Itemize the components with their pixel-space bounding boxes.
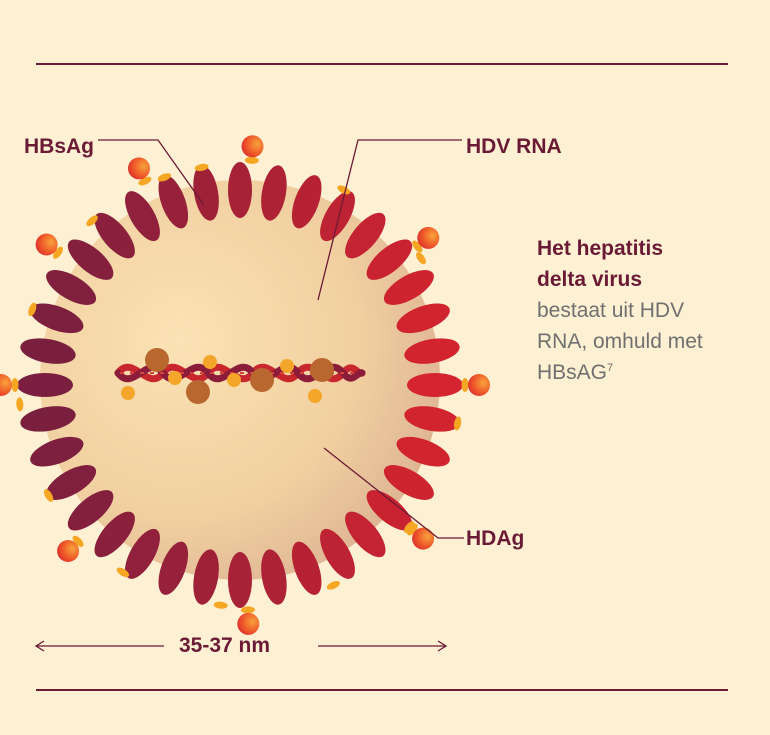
capsid-segment xyxy=(320,528,355,579)
capsid-segment xyxy=(407,373,463,397)
hbsag-knob xyxy=(417,226,440,249)
hbsag-stalk xyxy=(244,156,259,164)
capsid-segment xyxy=(228,162,252,218)
surface-protein-small xyxy=(194,163,209,172)
capsid-segment xyxy=(366,490,413,531)
capsid-segment xyxy=(125,528,160,579)
caption-body-line3-text: HBsAG xyxy=(537,361,608,384)
hbsag-knob xyxy=(241,135,264,158)
surface-protein-small xyxy=(453,416,462,431)
hbsag-stalk xyxy=(407,523,418,536)
capsid-segment xyxy=(404,338,460,364)
capsid-segment xyxy=(158,541,189,595)
surface-protein-small xyxy=(86,215,98,227)
hdv-rna-leader-line xyxy=(317,139,462,301)
capsid-segment xyxy=(228,552,252,608)
capsid-segment xyxy=(94,511,135,558)
size-label: 35-37 nm xyxy=(179,634,271,657)
hbsag-surface-proteins xyxy=(0,135,490,635)
capsid-segment xyxy=(404,406,460,432)
capsid-segment xyxy=(30,436,84,467)
capsid-segment xyxy=(67,490,114,531)
capsid-segment xyxy=(158,175,189,229)
capsid-segment xyxy=(46,270,97,305)
capsid-segment xyxy=(94,212,135,259)
capsid-segment xyxy=(345,511,386,558)
top-divider xyxy=(36,63,728,65)
capsid-segment xyxy=(383,465,434,500)
hbsag-stalk xyxy=(240,606,255,614)
capsid-segment xyxy=(320,191,355,242)
hdag-label: HDAg xyxy=(466,527,525,550)
capsid-ring xyxy=(17,162,463,608)
caption-body-line1: bestaat uit HDV xyxy=(537,299,685,322)
hdv-rna-label: HDV RNA xyxy=(466,135,562,158)
surface-protein-small xyxy=(326,580,340,590)
capsid-segment xyxy=(261,549,287,605)
surface-protein-small xyxy=(404,521,415,533)
capsid-segment xyxy=(67,239,114,280)
surface-protein-small xyxy=(213,601,228,609)
hbsag-stalk xyxy=(461,378,469,392)
capsid-segment xyxy=(345,212,386,259)
surface-protein-small xyxy=(116,567,130,578)
hbsag-knob xyxy=(237,612,260,635)
surface-protein-small xyxy=(28,302,37,317)
capsid-segment xyxy=(193,549,219,605)
size-arrow xyxy=(34,640,448,652)
surface-protein-small xyxy=(157,173,172,182)
hbsag-stalk xyxy=(72,535,84,547)
capsid-segment xyxy=(20,406,76,432)
caption-title-line2: delta virus xyxy=(537,268,643,291)
capsid-segment xyxy=(125,191,160,242)
hbsag-knob xyxy=(412,527,435,550)
capsid-segment xyxy=(193,165,219,221)
caption-body-line2: RNA, omhuld met xyxy=(537,330,703,353)
hbsag-knob xyxy=(0,374,12,396)
capsid-segment xyxy=(17,373,73,397)
capsid-segment xyxy=(383,270,434,305)
caption: Het hepatitis delta virus bestaat uit HD… xyxy=(537,233,757,388)
capsid-segment xyxy=(291,541,322,595)
hbsag-stalk xyxy=(53,246,63,259)
capsid-segment xyxy=(291,175,322,229)
hbsag-knob xyxy=(35,233,58,256)
hbsag-label: HBsAg xyxy=(24,135,95,158)
capsid-segment xyxy=(366,239,413,280)
hbsag-leader-line xyxy=(98,139,205,206)
caption-title-line1: Het hepatitis xyxy=(537,237,664,260)
capsid-segment xyxy=(20,338,76,364)
hbsag-knob xyxy=(468,374,490,396)
surface-protein-small xyxy=(337,185,351,195)
capsid-segment xyxy=(396,436,450,467)
surface-protein-small xyxy=(43,489,54,502)
hbsag-knob xyxy=(128,157,150,180)
hbsag-stalk xyxy=(11,378,19,392)
caption-body-line3: HBsAG7 xyxy=(537,357,757,388)
capsid-segment xyxy=(396,303,450,334)
hdag-proteins xyxy=(121,348,334,404)
hdag-leader-line xyxy=(323,447,464,539)
hbsag-stalk xyxy=(412,240,423,253)
surface-protein-small xyxy=(16,397,24,412)
hbsag-knob xyxy=(57,540,80,562)
bottom-divider xyxy=(36,689,728,691)
capsid-segment xyxy=(261,165,287,221)
capsid-segment xyxy=(30,303,84,334)
caption-footnote: 7 xyxy=(607,362,614,374)
surface-protein-small xyxy=(416,252,426,265)
capsid-segment xyxy=(46,465,97,500)
